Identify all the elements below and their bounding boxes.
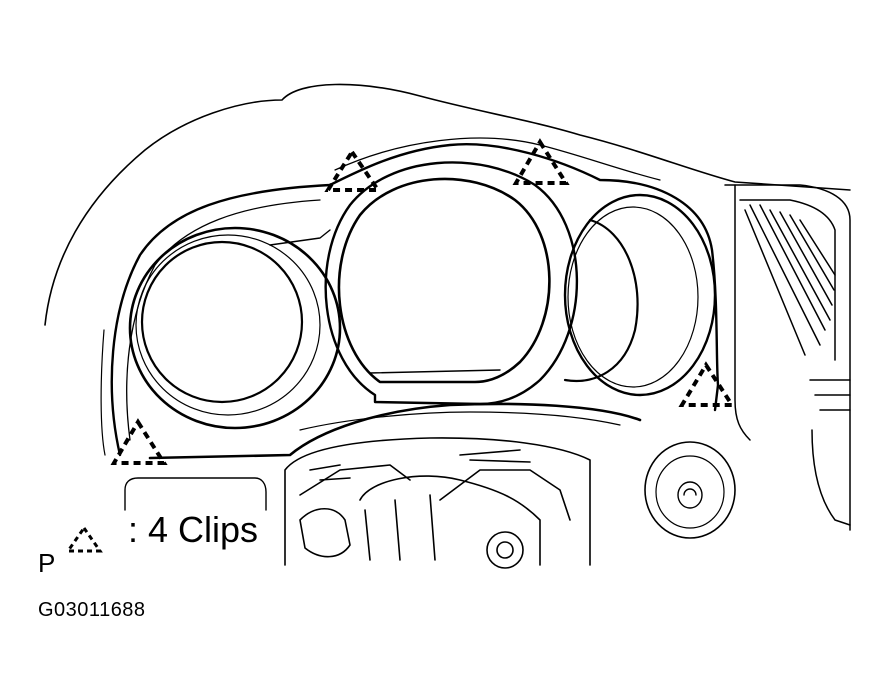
right-gauge [563,193,717,397]
clip-triangle-icon [110,418,168,465]
cluster-hood-outer [110,143,720,457]
ignition-switch [644,441,736,539]
dashboard-outline [44,83,851,326]
air-vent [724,184,851,531]
lower-bezel [148,402,642,460]
lower-bezel-inner [299,411,621,431]
legend-clip-triangle-icon [65,525,103,553]
cluster-hood-top-line [334,137,661,181]
clip-triangle-icon [324,148,382,192]
view-label: P [38,548,56,578]
clip-triangle-icon [512,138,570,185]
clip-triangle-icon [678,361,736,407]
steering-column [284,437,591,569]
left-gauge [128,226,342,430]
center-gauge [324,161,579,406]
left-edge-line [100,329,106,456]
figure-code: G03011688 [38,599,146,621]
left-lower-panel [124,477,267,511]
clip-markers [110,138,736,465]
legend-label: : 4 Clips [128,509,259,550]
